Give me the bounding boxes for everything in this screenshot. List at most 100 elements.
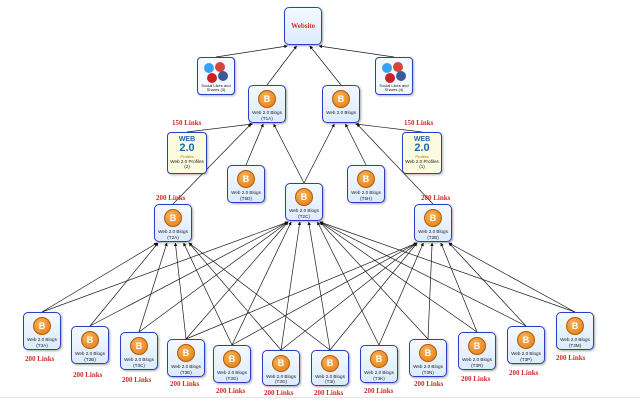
tier1-node-label: Web 2.0 Blogs	[326, 110, 356, 115]
edge-t2b-to-t1b	[356, 123, 434, 205]
tier2-node-label: Web 2.0 Blogs (T5H)	[351, 190, 381, 201]
tier3-blog-node[interactable]: B Web 2.0 Blogs (T3B)	[71, 326, 109, 364]
web20-badge-sub: Profiles	[415, 154, 429, 159]
tier3-blog-node[interactable]: B Web 2.0 Blogs (T3A)	[23, 312, 61, 350]
edge-t3h-to-t2c	[317, 221, 380, 346]
edge-t3c-to-t2a	[138, 242, 168, 333]
tier3-blog-node[interactable]: B Web 2.0 Blogs (T3E)	[167, 339, 205, 377]
edge-t3c-to-t2c	[138, 221, 289, 333]
blogger-icon: B	[177, 344, 195, 362]
tier3-node-label: Web 2.0 Blogs (T3R)	[462, 357, 492, 368]
tier3-node-label: Web 2.0 Blogs (T3M)	[560, 337, 590, 348]
edge-t3b-to-t2a	[89, 242, 159, 327]
web20-profiles-node-left[interactable]: WEB 2.0 Profiles Web 2.0 Profiles (2)	[167, 132, 207, 174]
edge-t2h-to-t1b	[345, 123, 367, 166]
link-count-tier3: 200 Links	[364, 387, 394, 395]
tier2-node-label: Web 2.0 Blogs (T2C)	[289, 208, 319, 219]
tier3-blog-node[interactable]: B Web 2.0 Blogs (T3G)	[262, 350, 300, 386]
blogger-icon: B	[468, 337, 486, 355]
edge-t3k-to-t2b	[448, 242, 527, 327]
edge-t3e-to-t2a	[183, 242, 233, 346]
blogger-icon: B	[237, 170, 255, 188]
link-count-tier3: 200 Links	[216, 387, 246, 395]
blogger-icon: B	[81, 331, 99, 349]
web20-profiles-node-right[interactable]: WEB 2.0 Profiles Web 2.0 Profiles (1)	[402, 132, 442, 174]
tier2-node-label: Web 2.0 Blogs (T2B)	[418, 229, 448, 240]
edge-t3f-to-t2c	[280, 221, 302, 351]
edge-t3d-to-t2c	[185, 221, 289, 340]
bottom-divider	[0, 397, 640, 398]
tier3-blog-node[interactable]: B Web 2.0 Blogs (T3N)	[409, 339, 447, 377]
web20-badge-top: WEB	[413, 136, 431, 143]
edge-t3i-to-t2b	[427, 242, 434, 340]
twitter-icon	[204, 63, 214, 73]
blogger-icon: B	[223, 350, 241, 368]
tier1-blog-node-t1a[interactable]: B Web 2.0 Blogs (T1A)	[248, 85, 286, 123]
blogger-icon: B	[295, 188, 313, 206]
tier3-node-label: Web 2.0 Blogs (T3A)	[27, 337, 57, 348]
social-likes-shares-left[interactable]: Social Likes and Shares (3)	[197, 57, 235, 95]
edge-t2c-to-t1a	[273, 123, 305, 184]
tier3-node-label: Web 2.0 Blogs (T3I)	[315, 373, 345, 385]
link-count-tier1-right: 150 Links	[404, 119, 434, 127]
edge-t3a-to-t2c	[41, 221, 289, 313]
web20-badge-top: WEB	[178, 136, 196, 143]
link-count-tier3: 200 Links	[414, 380, 444, 388]
tier3-blog-node[interactable]: B Web 2.0 Blogs (T3P)	[507, 326, 545, 364]
edge-t3d-to-t2a	[173, 242, 187, 340]
blogger-icon: B	[130, 337, 148, 355]
facebook-icon	[218, 71, 228, 81]
social-likes-shares-right[interactable]: Social Likes and Shares (4)	[375, 57, 413, 95]
tier1-node-label: Web 2.0 Blogs (T1A)	[252, 110, 282, 121]
edge-t3a-to-t2a	[41, 242, 158, 313]
edge-t1b-to-website	[309, 45, 342, 86]
edge-t3g-to-t2c	[307, 221, 331, 351]
edge-t3e-to-t2c	[231, 221, 292, 346]
blogger-icon: B	[164, 209, 182, 227]
google-plus-icon	[215, 62, 225, 72]
tier3-blog-node[interactable]: B Web 2.0 Blogs (T3K)	[360, 345, 398, 383]
tier3-node-label: Web 2.0 Blogs (T3C)	[124, 357, 154, 368]
tier3-blog-node[interactable]: B Web 2.0 Blogs (T3R)	[458, 332, 496, 370]
tier3-blog-node[interactable]: B Web 2.0 Blogs (T3M)	[556, 312, 594, 350]
tier1-blog-node-t1b[interactable]: B Web 2.0 Blogs	[322, 85, 360, 123]
link-count-tier3: 200 Links	[73, 371, 103, 379]
link-count-tier3: 200 Links	[170, 380, 200, 388]
tier2-blog-node-t2c[interactable]: B Web 2.0 Blogs (T2C)	[285, 183, 323, 221]
edge-t3j-to-t2b	[440, 242, 478, 333]
blogger-icon: B	[357, 170, 375, 188]
social-right-label: Social Likes and Shares (4)	[379, 82, 409, 93]
link-count-tier3: 200 Links	[122, 376, 152, 384]
tier3-node-label: Web 2.0 Blogs (T3P)	[511, 351, 541, 362]
link-count-tier2-right: 200 Links	[421, 194, 451, 202]
blogger-icon: B	[33, 317, 51, 335]
link-count-tier3: 200 Links	[556, 354, 586, 362]
blogger-icon: B	[517, 331, 535, 349]
blogger-icon: B	[332, 90, 350, 108]
tier2-blog-node-t5h[interactable]: B Web 2.0 Blogs (T5H)	[347, 165, 385, 203]
tier2-blog-node-t5d[interactable]: B Web 2.0 Blogs (T5D)	[227, 165, 265, 203]
pinterest-icon	[207, 73, 217, 83]
edge-web_left-to-t1a	[186, 122, 254, 133]
link-count-tier3: 200 Links	[25, 355, 55, 363]
link-count-tier1-left: 150 Links	[172, 119, 202, 127]
website-node[interactable]: Website	[284, 7, 322, 45]
tier3-blog-node[interactable]: B Web 2.0 Blogs (T3I)	[311, 350, 349, 386]
tier3-node-label: Web 2.0 Blogs (T3E)	[171, 364, 201, 375]
tier2-blog-node-t2a[interactable]: B Web 2.0 Blogs (T2A)	[154, 204, 192, 242]
tier2-node-label: Web 2.0 Blogs (T5D)	[231, 190, 261, 201]
blogger-icon: B	[258, 90, 276, 108]
tier2-blog-node-t2b[interactable]: B Web 2.0 Blogs (T2B)	[414, 204, 452, 242]
edge-social_left-to-website	[215, 44, 288, 58]
edge-t3k-to-t2c	[319, 221, 527, 327]
edge-t3e-to-t2b	[231, 242, 418, 346]
blogger-icon: B	[566, 317, 584, 335]
blogger-icon: B	[272, 355, 290, 372]
tier3-blog-node[interactable]: B Web 2.0 Blogs (T3G)	[213, 345, 251, 383]
edge-t3g-to-t2b	[329, 242, 418, 351]
tier3-blog-node[interactable]: B Web 2.0 Blogs (T3C)	[120, 332, 158, 370]
edge-t3l-to-t2b	[448, 242, 576, 313]
edge-t2d-to-t1a	[245, 123, 264, 166]
